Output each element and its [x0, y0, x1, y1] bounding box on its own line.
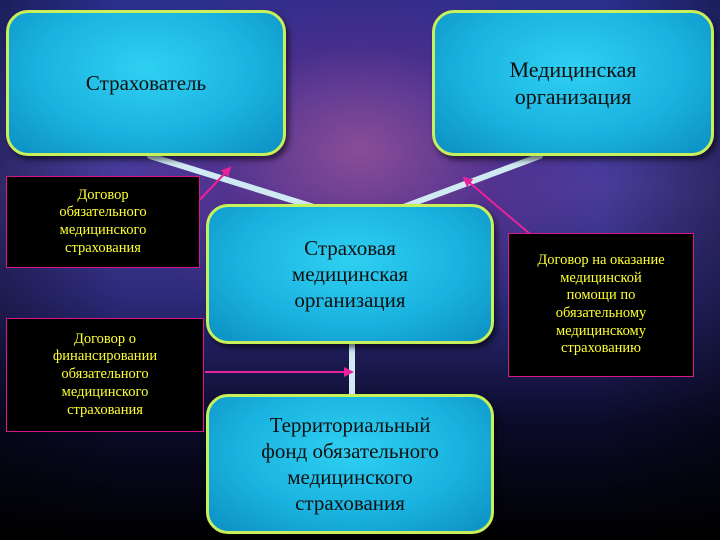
medical-organization-label: Медицинская организация	[509, 56, 637, 110]
insurer-label: Страхователь	[85, 70, 207, 95]
insurance-medical-organization-node: Страховая медицинская организация	[206, 204, 494, 344]
insurer-node: Страхователь	[6, 10, 286, 156]
insurance-medical-organization-label: Страховая медицинская организация	[291, 235, 409, 313]
link-insurer-to-smo	[147, 153, 333, 215]
medical-care-contract-text: Договор на оказание медицинской помощи п…	[537, 251, 665, 357]
territorial-fund-node: Территориальный фонд обязательного медиц…	[206, 394, 494, 534]
compulsory-insurance-contract-text: Договор обязательного медицинского страх…	[59, 186, 147, 256]
medical-care-contract-note: Договор на оказание медицинской помощи п…	[508, 233, 694, 377]
financing-contract-note: Договор о финансировании обязательного м…	[6, 318, 204, 432]
financing-contract-text: Договор о финансировании обязательного м…	[52, 330, 158, 418]
territorial-fund-label: Территориальный фонд обязательного медиц…	[261, 412, 439, 516]
arrow-care-contract	[462, 176, 531, 235]
medical-organization-node: Медицинская организация	[432, 10, 714, 156]
compulsory-insurance-contract-note: Договор обязательного медицинского страх…	[6, 176, 200, 268]
